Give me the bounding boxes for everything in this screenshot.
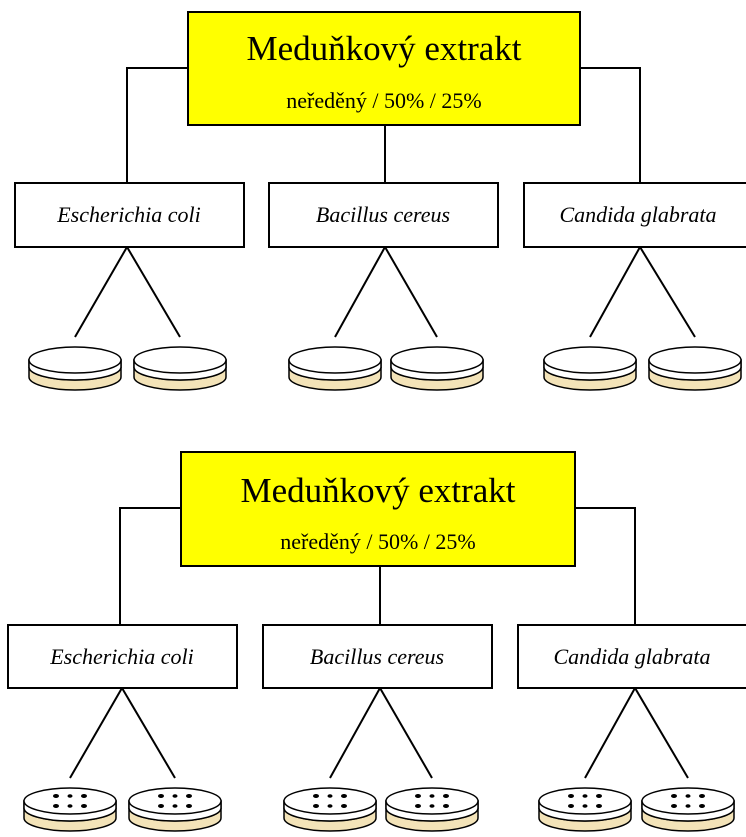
extract-title: Meduňkový extrakt bbox=[246, 29, 521, 68]
antibiotic-disc bbox=[81, 804, 87, 808]
organism-box-e-coli: Escherichia coli bbox=[14, 182, 245, 248]
antibiotic-disc bbox=[341, 794, 347, 798]
antibiotic-disc bbox=[341, 804, 347, 808]
antibiotic-disc bbox=[568, 794, 574, 798]
organism-label: Bacillus cereus bbox=[316, 202, 450, 227]
antibiotic-disc bbox=[67, 804, 73, 808]
dilution-labels: neředěný / 50% / 25% bbox=[280, 529, 476, 554]
petri-dish bbox=[28, 346, 122, 391]
antibiotic-disc bbox=[443, 794, 449, 798]
petri-dish bbox=[385, 787, 479, 832]
dish-top bbox=[390, 346, 484, 374]
antibiotic-disc bbox=[53, 794, 59, 798]
organism-label: Candida glabrata bbox=[553, 644, 710, 669]
antibiotic-disc bbox=[429, 794, 435, 798]
dish-top bbox=[23, 787, 117, 815]
antibiotic-disc bbox=[415, 794, 421, 798]
petri-dish bbox=[283, 787, 377, 832]
dish-top bbox=[641, 787, 735, 815]
antibiotic-disc bbox=[429, 804, 435, 808]
dilution-labels: neředěný / 50% / 25% bbox=[286, 88, 482, 113]
antibiotic-disc bbox=[53, 804, 59, 808]
organism-label: Candida glabrata bbox=[559, 202, 716, 227]
antibiotic-disc bbox=[699, 804, 705, 808]
organism-label: Escherichia coli bbox=[49, 644, 194, 669]
extract-header: Meduňkový extrakt neředěný / 50% / 25% bbox=[187, 11, 581, 126]
antibiotic-disc bbox=[81, 794, 87, 798]
organism-box-c-glabrata: Candida glabrata bbox=[523, 182, 746, 248]
petri-dish bbox=[288, 346, 382, 391]
antibiotic-disc bbox=[596, 794, 602, 798]
extract-title: Meduňkový extrakt bbox=[240, 471, 515, 510]
antibiotic-disc bbox=[172, 794, 178, 798]
petri-dishes-row-1 bbox=[28, 346, 742, 391]
organism-box-c-glabrata: Candida glabrata bbox=[517, 624, 746, 689]
dish-top bbox=[128, 787, 222, 815]
antibiotic-disc bbox=[158, 794, 164, 798]
antibiotic-disc bbox=[186, 804, 192, 808]
antibiotic-disc bbox=[327, 794, 333, 798]
antibiotic-disc bbox=[313, 804, 319, 808]
petri-dish bbox=[23, 787, 117, 832]
dish-top bbox=[133, 346, 227, 374]
organism-box-b-cereus: Bacillus cereus bbox=[268, 182, 499, 248]
panel-1: Meduňkový extrakt neředěný / 50% / 25% E… bbox=[14, 11, 746, 391]
petri-dish bbox=[133, 346, 227, 391]
antibiotic-disc bbox=[671, 794, 677, 798]
organism-label: Escherichia coli bbox=[56, 202, 201, 227]
antibiotic-disc bbox=[158, 804, 164, 808]
antibiotic-disc bbox=[67, 794, 73, 798]
antibiotic-disc bbox=[415, 804, 421, 808]
antibiotic-disc bbox=[582, 794, 588, 798]
organism-box-b-cereus: Bacillus cereus bbox=[262, 624, 493, 689]
antibiotic-disc bbox=[313, 794, 319, 798]
dish-top bbox=[543, 346, 637, 374]
antibiotic-disc bbox=[671, 804, 677, 808]
antibiotic-disc bbox=[186, 794, 192, 798]
antibiotic-disc bbox=[699, 794, 705, 798]
antibiotic-disc bbox=[685, 804, 691, 808]
antibiotic-disc bbox=[685, 794, 691, 798]
dish-top bbox=[538, 787, 632, 815]
organism-label: Bacillus cereus bbox=[310, 644, 444, 669]
antibiotic-disc bbox=[582, 804, 588, 808]
petri-dish bbox=[543, 346, 637, 391]
petri-dish bbox=[648, 346, 742, 391]
dish-top bbox=[648, 346, 742, 374]
antibiotic-disc bbox=[327, 804, 333, 808]
antibiotic-disc bbox=[568, 804, 574, 808]
dish-top bbox=[385, 787, 479, 815]
antibiotic-disc bbox=[443, 804, 449, 808]
petri-dish bbox=[390, 346, 484, 391]
dish-top bbox=[283, 787, 377, 815]
petri-dish bbox=[641, 787, 735, 832]
antibiotic-disc bbox=[172, 804, 178, 808]
extract-header: Meduňkový extrakt neředěný / 50% / 25% bbox=[180, 451, 576, 567]
panel-2: Meduňkový extrakt neředěný / 50% / 25% E… bbox=[7, 451, 746, 832]
petri-dish bbox=[538, 787, 632, 832]
petri-dishes-row-2 bbox=[23, 787, 735, 832]
dish-top bbox=[288, 346, 382, 374]
dish-top bbox=[28, 346, 122, 374]
organism-box-e-coli: Escherichia coli bbox=[7, 624, 238, 689]
antibiotic-disc bbox=[596, 804, 602, 808]
petri-dish bbox=[128, 787, 222, 832]
